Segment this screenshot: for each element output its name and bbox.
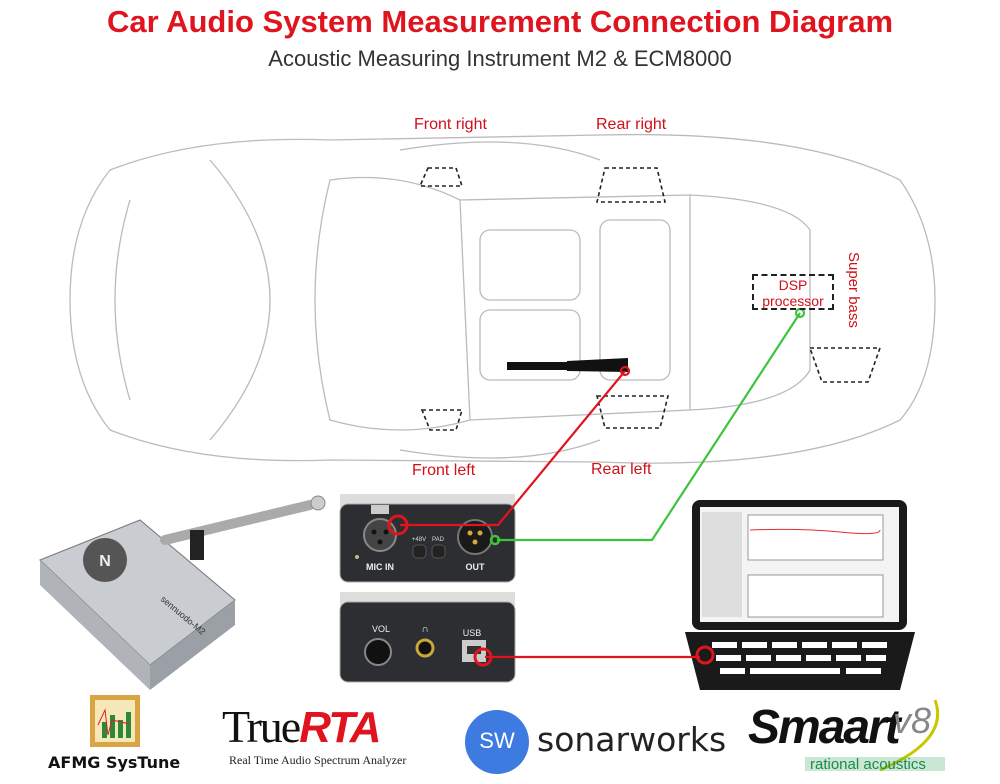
sonarworks-badge: SW [479,728,515,753]
smaart-text: Smaart [748,701,901,754]
device-front-panel [339,494,516,583]
speaker-front-left [420,409,464,431]
car-outline [69,133,936,464]
afmg-systune-logo [90,695,140,747]
smaart-logo [805,699,945,772]
smaart-version: v8 [893,700,932,741]
measurement-microphone [507,358,628,372]
label-rear-left: Rear left [591,461,652,478]
speaker-rear-right [595,167,667,203]
m2-device-image: N sennuodo-M2 [39,495,326,690]
dsp-processor-box: DSP processor [752,274,834,310]
dsp-label-line1: DSP [778,277,808,293]
dsp-cable [497,312,801,542]
speaker-rear-left [595,395,670,429]
laptop [685,500,915,690]
out-label: OUT [466,562,486,572]
mic-cable [400,370,626,527]
svg-text:N: N [99,553,111,570]
phantom-label: +48V [412,537,426,543]
truerta-rta-part: RTA [299,703,381,752]
pad-label: PAD [432,537,445,543]
speaker-front-right [418,167,464,187]
speaker-super-bass [808,347,882,383]
smaart-subtitle: rational acoustics [810,756,926,773]
label-rear-right: Rear right [596,116,667,133]
afmg-systune-text: AFMG SysTune [48,753,181,772]
truerta-tagline: Real Time Audio Spectrum Analyzer [229,753,407,767]
vol-label: VOL [372,624,390,634]
dsp-label-line2: processor [762,293,824,309]
label-front-right: Front right [414,116,487,133]
page-subtitle: Acoustic Measuring Instrument M2 & ECM80… [268,46,732,71]
truerta-text: TrueRTA [222,701,382,752]
label-front-left: Front left [412,462,476,479]
sonarworks-text: sonarworks [537,720,727,759]
device-back-panel [339,592,516,683]
sonarworks-logo [465,710,529,774]
label-super-bass: Super bass [845,252,862,328]
headphone-icon: ∩ [421,624,428,635]
mic-in-label: MIC IN [366,562,394,572]
page-title: Car Audio System Measurement Connection … [106,4,894,39]
usb-label: USB [463,628,482,638]
truerta-logo: TrueRTA [222,700,382,752]
